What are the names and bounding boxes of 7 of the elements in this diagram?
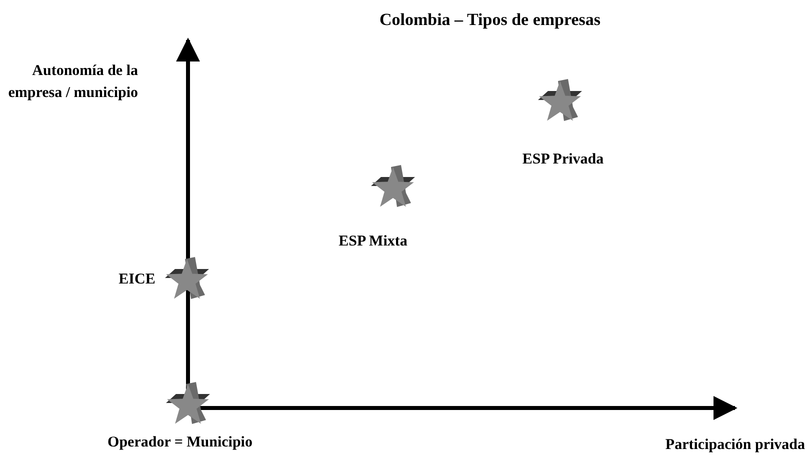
node-label: Operador = Municipio: [108, 434, 252, 452]
node-label: ESP Privada: [522, 152, 604, 168]
axis-label: Participación privada: [664, 436, 805, 455]
node-label: ESP Mixta: [338, 234, 408, 250]
node-label: EICE: [118, 272, 156, 288]
axis-label: Autonomía de la empresa / municipio: [7, 62, 138, 103]
chart-title: Colombia – Tipos de empresas: [378, 10, 602, 30]
